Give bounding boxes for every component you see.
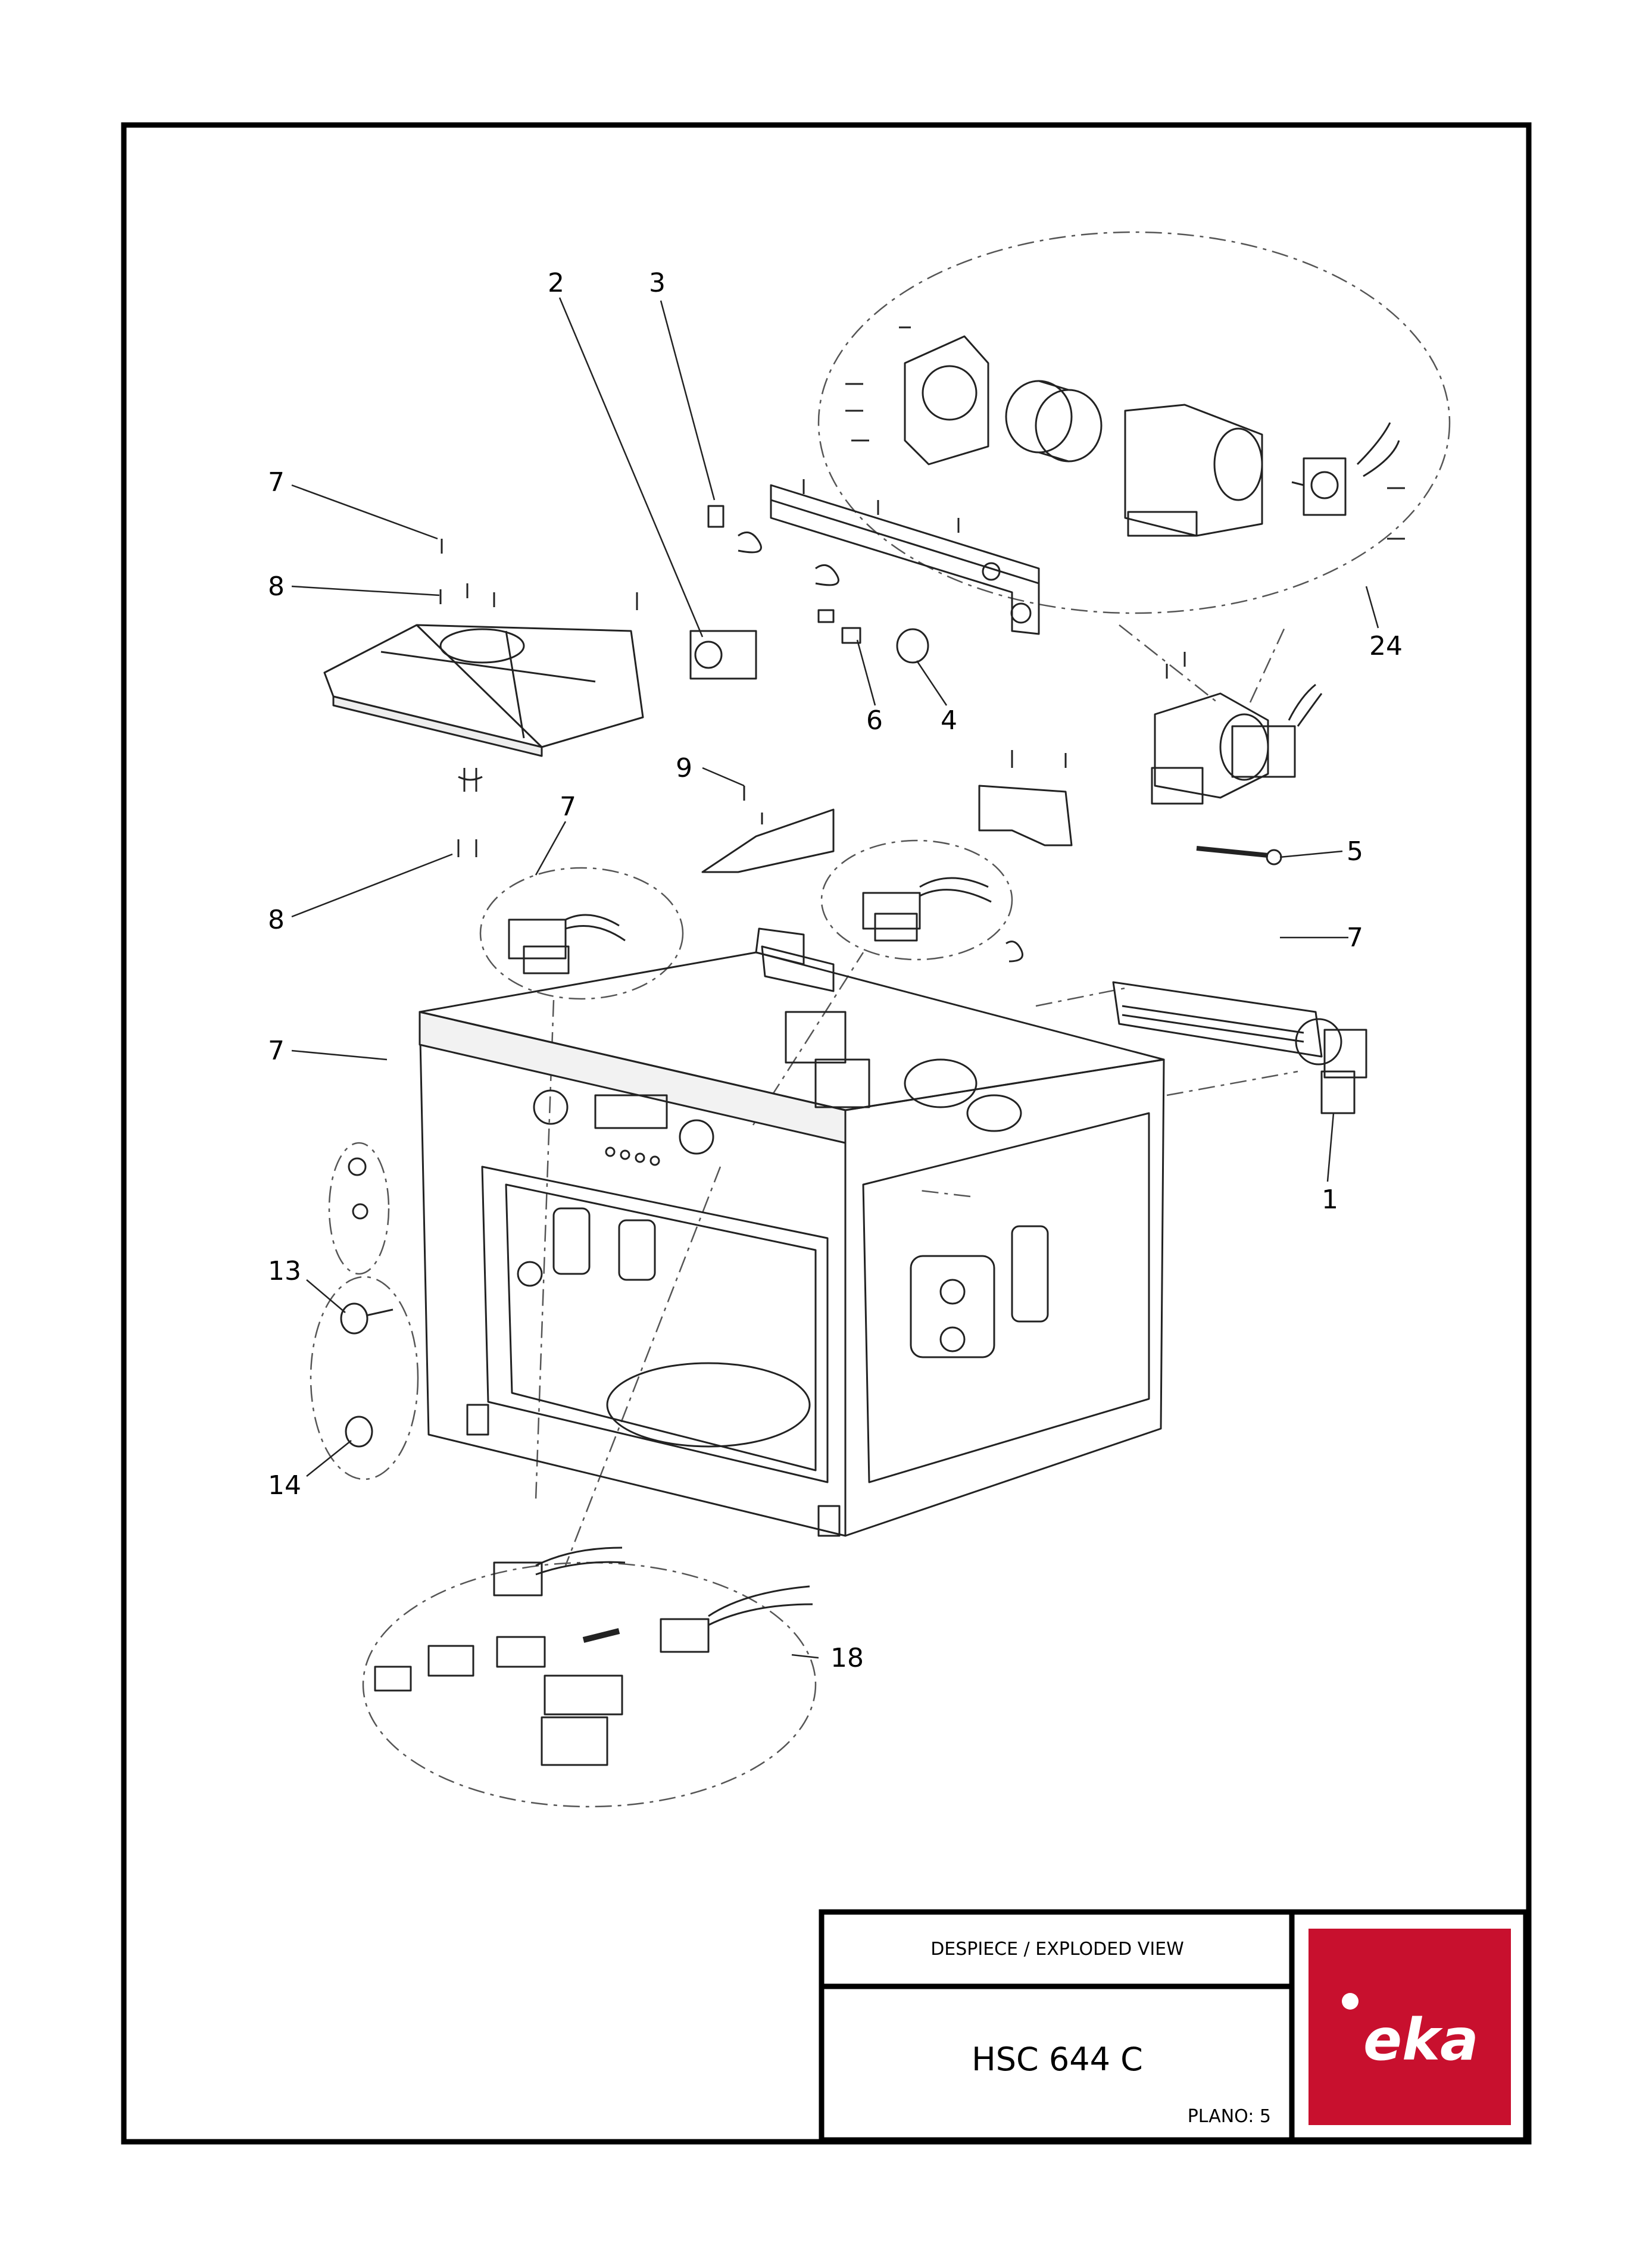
callout-13: 13 — [268, 1256, 301, 1286]
callout-8-lower: 8 — [268, 905, 285, 935]
assembled-motor — [1151, 652, 1323, 805]
heat-shield — [978, 750, 1073, 846]
top-duct-cover — [323, 539, 644, 857]
tangential-fan — [1112, 981, 1367, 1114]
switches — [508, 877, 1023, 974]
sheet-number: PLANO: 5 — [823, 2106, 1271, 2127]
callout-4: 4 — [941, 705, 957, 736]
fan-assembly — [845, 326, 1405, 540]
group-outlines — [310, 231, 1451, 1808]
model-name: HSC 644 C — [972, 2041, 1143, 2078]
switch-group-right — [820, 839, 1013, 961]
exploded-view — [291, 231, 1451, 1808]
callout-3: 3 — [649, 268, 666, 298]
callout-7-right: 7 — [1347, 923, 1363, 953]
callout-1: 1 — [1322, 1185, 1338, 1215]
switch-group-left — [479, 867, 684, 1000]
title-block — [819, 1909, 1529, 2143]
callout-14: 14 — [268, 1470, 301, 1501]
svg-text:eka: eka — [1363, 2007, 1479, 2073]
callout-7-left: 7 — [268, 1036, 285, 1066]
callout-9: 9 — [676, 753, 692, 783]
callout-24: 24 — [1369, 631, 1403, 661]
callout-6: 6 — [866, 705, 883, 736]
side-bracket — [701, 786, 835, 873]
title-block-header: DESPIECE / EXPLODED VIEW — [930, 1939, 1184, 1960]
callout-5: 5 — [1347, 836, 1363, 867]
fan-assembly-group — [817, 231, 1451, 614]
sheet-number-label: PLANO: — [1187, 2106, 1254, 2127]
callout-7-top: 7 — [268, 467, 285, 498]
teka-logo-mark: eka — [900, 1993, 1479, 2073]
callout-7-switch: 7 — [560, 792, 576, 822]
knob-group-lower — [310, 1276, 419, 1480]
oven-chassis — [419, 927, 1165, 1537]
door-switch-group — [362, 1561, 817, 1808]
callout-18: 18 — [830, 1643, 864, 1673]
knob-parts — [340, 1157, 394, 1448]
thermal-fuse — [1196, 846, 1282, 866]
callout-labels: 2 3 7 8 24 6 4 9 7 5 8 7 7 1 13 14 18 — [268, 268, 1403, 1673]
leader-lines — [291, 297, 1379, 1659]
knob-group-upper — [328, 1142, 390, 1275]
door-switches — [374, 1546, 813, 1766]
callout-2: 2 — [548, 268, 564, 298]
teka-logo-background — [1309, 1929, 1511, 2125]
callout-8-top: 8 — [268, 571, 285, 602]
sheet-number-value: 5 — [1259, 2106, 1271, 2127]
mounting-bracket — [689, 479, 1040, 680]
